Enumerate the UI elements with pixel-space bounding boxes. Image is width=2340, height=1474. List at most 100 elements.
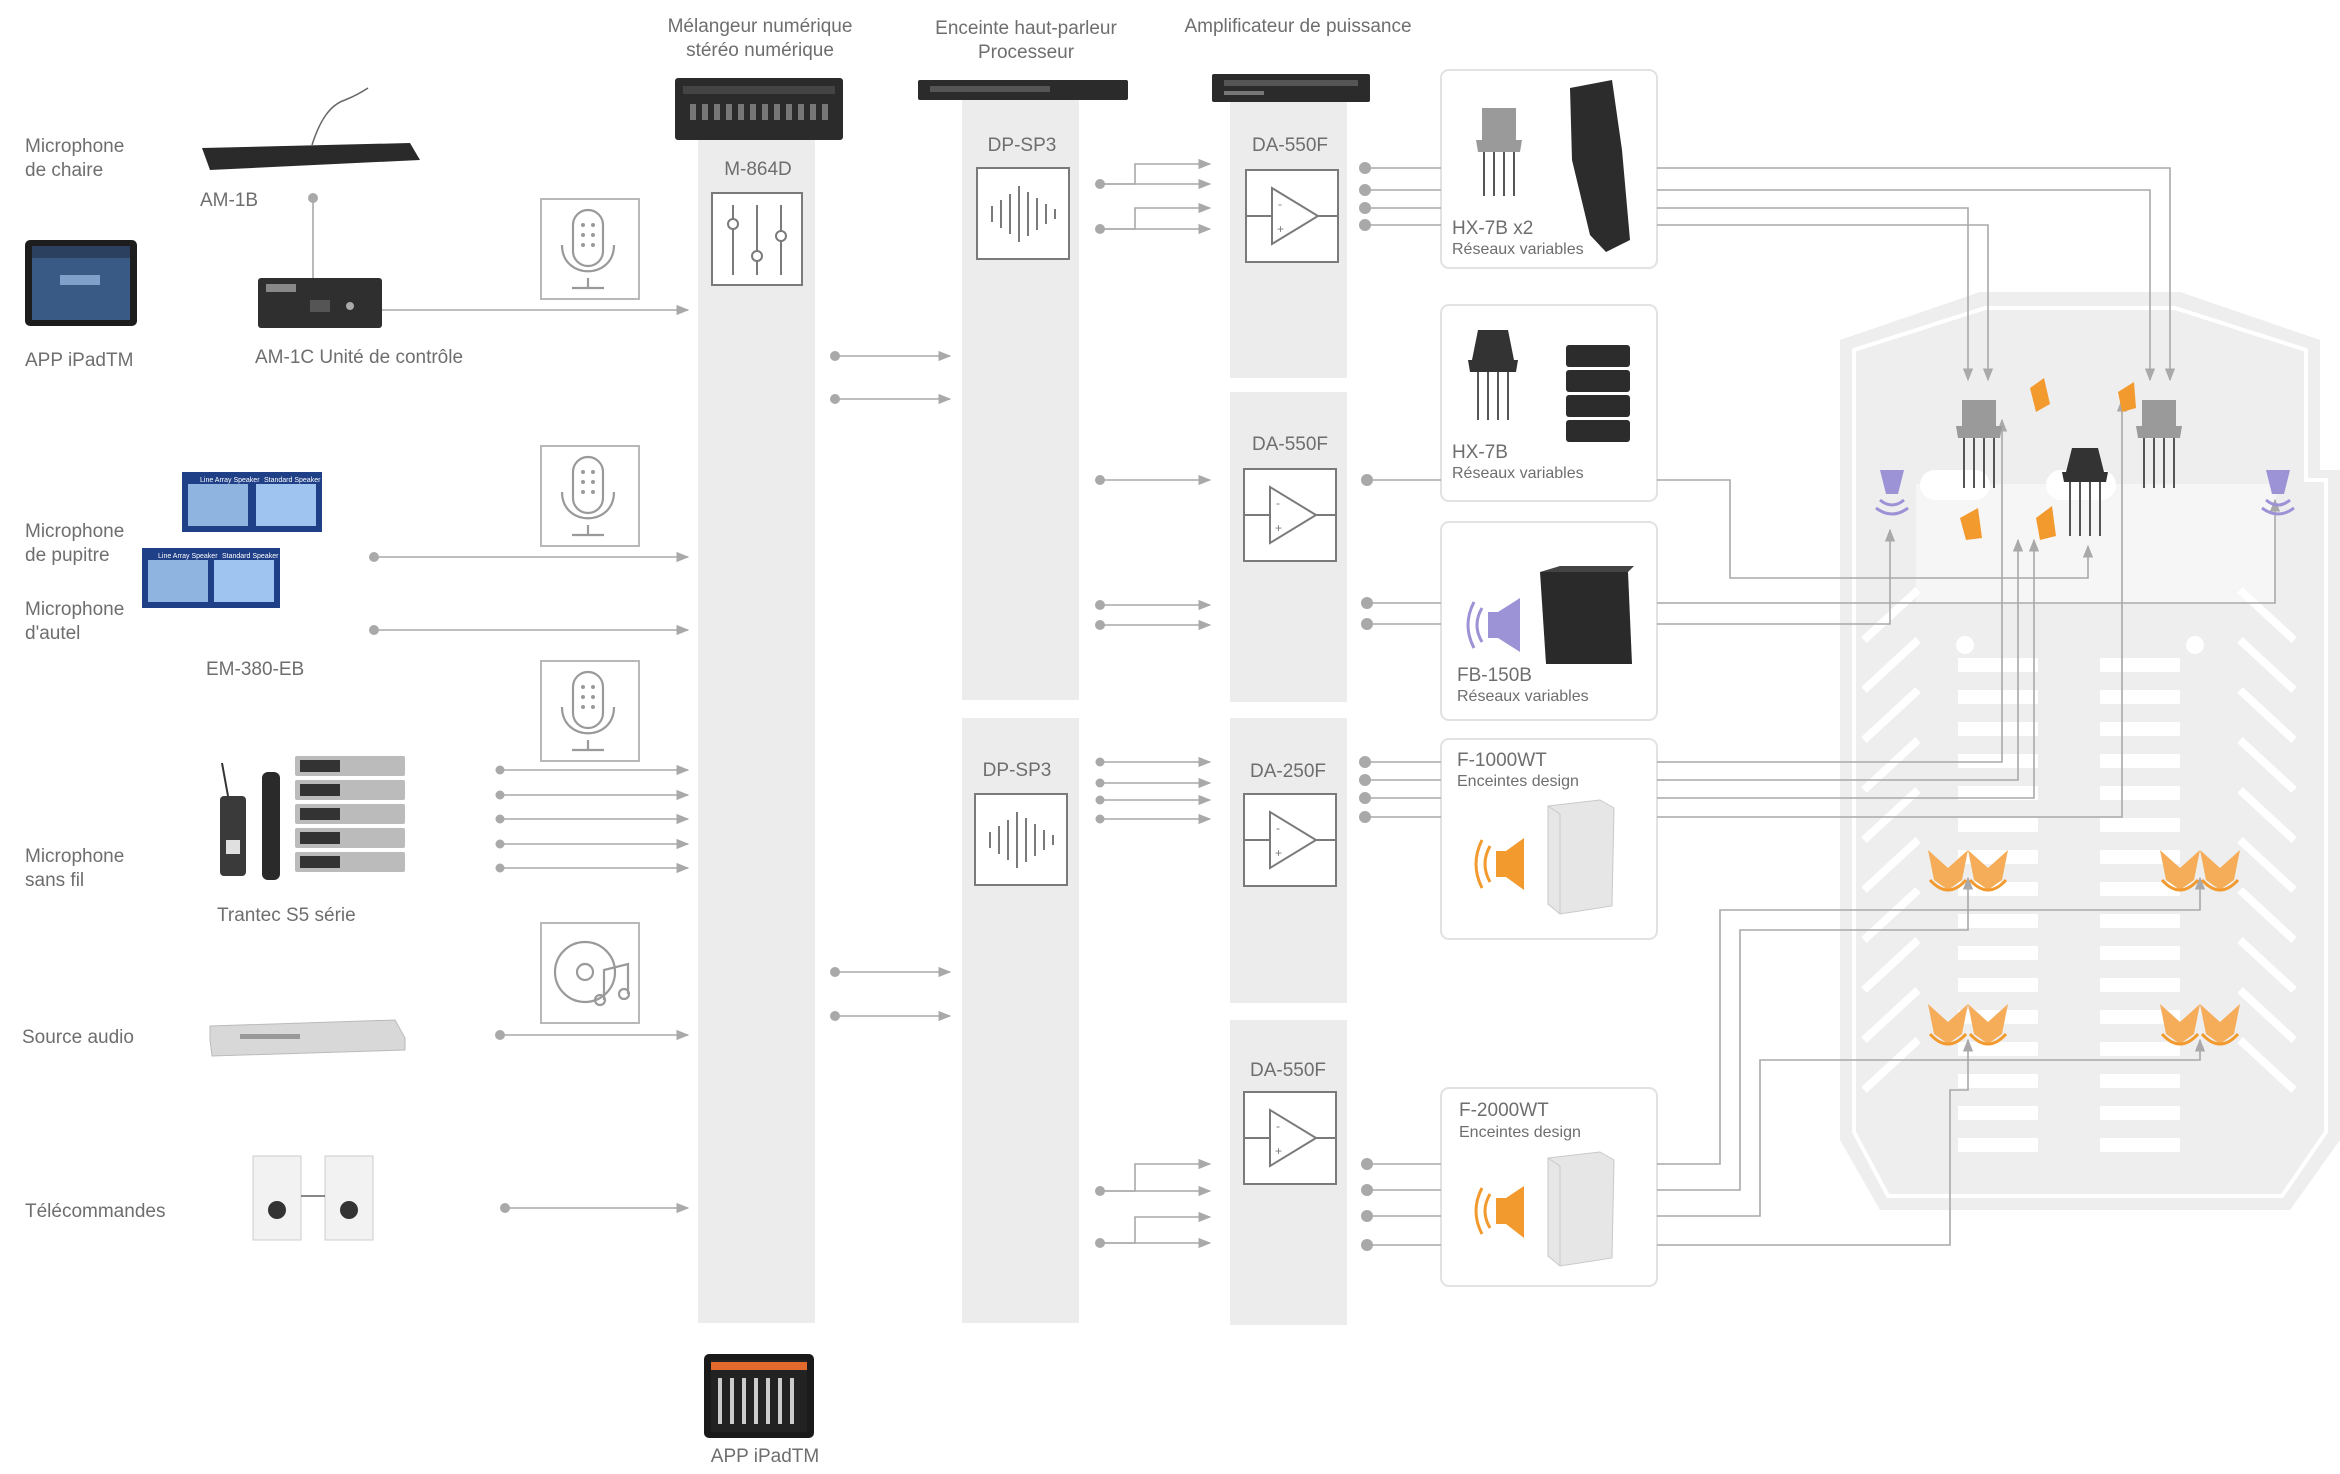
am1b-link-dot <box>308 193 318 203</box>
svg-text:+: + <box>1275 1144 1282 1158</box>
am1c-label: AM-1C Unité de contrôle <box>255 347 463 368</box>
ipad-bottom-label: APP iPadTM <box>711 1446 819 1467</box>
svg-text:-: - <box>1276 821 1280 835</box>
floor-line-array-icon <box>2136 400 2182 488</box>
hx7b-stack-photo <box>1566 345 1630 442</box>
hx7b-x2-model: HX-7B x2 <box>1452 218 1533 239</box>
waveform-icon <box>974 793 1068 886</box>
svg-text:+: + <box>1275 521 1282 535</box>
fb150b-sub: Réseaux variables <box>1457 688 1589 705</box>
processor-1-model: DP-SP3 <box>988 135 1057 156</box>
am1c-device <box>258 278 382 328</box>
source-wireless-mic-1: Microphone <box>25 846 124 867</box>
mixer-to-processor-lines <box>830 350 952 1022</box>
amplifier-rack-unit <box>1212 74 1370 102</box>
svg-text:-: - <box>1278 197 1282 211</box>
hx7b-array-photo <box>1570 80 1630 252</box>
remotes-device <box>252 1155 374 1241</box>
mixer-rack-unit <box>675 78 843 140</box>
em380-mini-label-4: Standard Speaker <box>222 553 279 560</box>
f1000wt-model: F-1000WT <box>1457 750 1547 771</box>
em380-label: EM-380-EB <box>206 659 304 680</box>
ipad-left-label: APP iPadTM <box>25 350 133 371</box>
amp-2-model: DA-550F <box>1252 434 1328 455</box>
em380-device: Line Array Speaker Standard Speaker Line… <box>142 472 322 608</box>
source-audio-label: Source audio <box>22 1027 134 1048</box>
mic-icon <box>540 660 640 762</box>
hx7b-x2-sub: Réseaux variables <box>1452 241 1584 258</box>
f2000wt-model: F-2000WT <box>1459 1100 1549 1121</box>
amp-3-model: DA-250F <box>1250 761 1326 782</box>
f2000wt-photo <box>1547 1151 1615 1267</box>
svg-text:+: + <box>1277 222 1284 236</box>
amplifier-icon: - + <box>1243 468 1337 562</box>
amp-4-model: DA-550F <box>1250 1060 1326 1081</box>
mixer-fader-icon <box>711 192 803 286</box>
floor-orange-fan-speaker-icon <box>1928 850 2008 892</box>
svg-text:-: - <box>1276 496 1280 510</box>
source-altar-mic-2: d'autel <box>25 623 80 644</box>
source-pulpit-mic-1: Microphone <box>25 136 124 157</box>
floor-orange-fan-speaker-icon <box>2160 1004 2240 1046</box>
source-wireless-mic-2: sans fil <box>25 870 84 891</box>
waveform-icon <box>976 167 1070 260</box>
speaker-wiring <box>1657 167 2281 1246</box>
processor-to-amp-lines <box>1095 158 1212 1249</box>
fb150b-model: FB-150B <box>1457 665 1532 686</box>
am1b-label: AM-1B <box>200 190 258 211</box>
source-lectern-mic-2: de pupitre <box>25 545 110 566</box>
line-array-icon <box>1468 330 1518 420</box>
em380-mini-label-2: Standard Speaker <box>264 477 321 484</box>
amp-output-dots <box>1359 162 1441 1251</box>
ipad-bottom-device <box>704 1354 814 1438</box>
line-array-icon <box>1476 108 1522 196</box>
svg-text:-: - <box>1276 1119 1280 1133</box>
speaker-icon-orange <box>1474 1186 1524 1238</box>
source-remotes-label: Télécommandes <box>25 1201 165 1222</box>
amplifier-icon: - + <box>1245 169 1339 263</box>
mixer-model: M-864D <box>724 159 792 180</box>
f1000wt-sub: Enceintes design <box>1457 773 1579 790</box>
floor-orange-speaker-icons <box>1960 378 2136 540</box>
mixer-column-title-2: stéréo numérique <box>686 40 834 61</box>
processor-rack-unit <box>918 80 1128 100</box>
svg-text:+: + <box>1275 846 1282 860</box>
trantec-device <box>220 756 405 880</box>
f2000wt-sub: Enceintes design <box>1459 1124 1581 1141</box>
mixer-band <box>698 133 815 1323</box>
music-disc-icon <box>540 922 640 1024</box>
speaker-icon-orange <box>1474 838 1524 890</box>
amplifier-column-title: Amplificateur de puissance <box>1184 16 1411 37</box>
source-lectern-mic-1: Microphone <box>25 521 124 542</box>
floor-orange-fan-speaker-icon <box>1928 1004 2008 1046</box>
f1000wt-photo <box>1547 799 1615 915</box>
em380-mini-label-1: Line Array Speaker <box>200 477 260 484</box>
source-lines <box>369 551 690 1214</box>
amplifier-icon: - + <box>1243 793 1337 887</box>
church-floor-plan <box>1840 292 2340 1210</box>
em380-mini-label-3: Line Array Speaker <box>158 553 218 560</box>
mic-icon <box>540 198 640 300</box>
floor-violet-speaker-icon <box>1875 470 1909 516</box>
subwoofer-icon <box>1466 598 1520 652</box>
fb150b-photo <box>1540 566 1634 664</box>
audio-source-device <box>209 1019 406 1057</box>
amplifier-icon: - + <box>1243 1091 1337 1185</box>
processor-column-title-1: Enceinte haut-parleur <box>935 18 1117 39</box>
floor-line-array-icon <box>1956 400 2002 488</box>
processor-2-model: DP-SP3 <box>983 760 1052 781</box>
floor-line-array-icon <box>2062 448 2108 536</box>
mic-icon <box>540 445 640 547</box>
hx7b-model: HX-7B <box>1452 442 1508 463</box>
source-pulpit-mic-2: de chaire <box>25 160 103 181</box>
hx7b-sub: Réseaux variables <box>1452 465 1584 482</box>
am1b-device <box>202 87 420 170</box>
trantec-label: Trantec S5 série <box>217 905 356 926</box>
amp-1-model: DA-550F <box>1252 135 1328 156</box>
processor-column-title-2: Processeur <box>978 42 1075 63</box>
floor-violet-speaker-icon <box>2261 470 2295 516</box>
floor-orange-fan-speaker-icon <box>2160 850 2240 892</box>
ipad-left-device <box>25 240 137 326</box>
mixer-column-title-1: Mélangeur numérique <box>668 16 853 37</box>
